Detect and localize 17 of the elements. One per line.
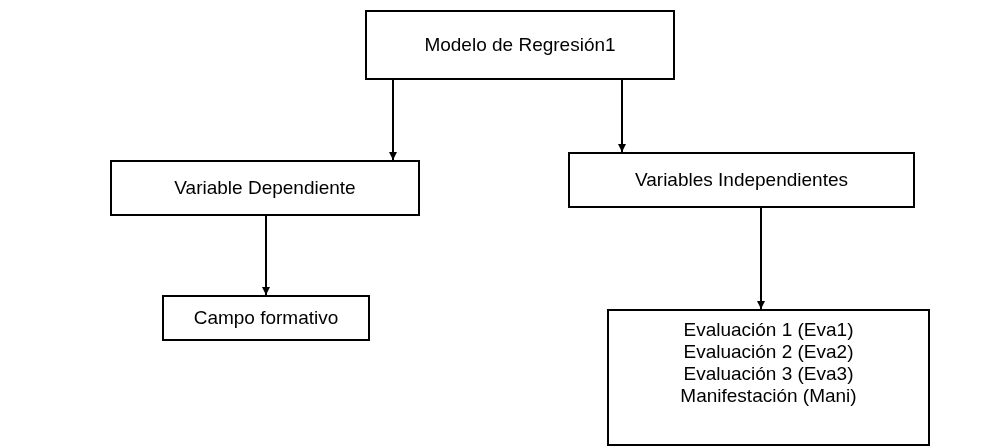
box-label: Campo formativo — [193, 307, 339, 329]
box-label: Manifestación (Mani) — [680, 385, 857, 407]
box-label: Variables Independientes — [635, 169, 848, 191]
process-box — [365, 10, 675, 80]
arrow — [618, 79, 626, 153]
process-box — [110, 160, 420, 216]
box-label: Evaluación 2 (Eva2) — [683, 341, 854, 363]
process-box — [607, 309, 930, 446]
process-box — [162, 295, 370, 341]
box-label: Evaluación 3 (Eva3) — [683, 363, 854, 385]
arrow — [389, 79, 397, 161]
process-box — [568, 152, 915, 208]
arrow — [757, 207, 765, 310]
box-label: Variable Dependiente — [174, 177, 356, 199]
box-label: Modelo de Regresión1 — [424, 34, 616, 56]
arrow — [262, 215, 270, 296]
box-label: Evaluación 1 (Eva1) — [683, 319, 854, 341]
